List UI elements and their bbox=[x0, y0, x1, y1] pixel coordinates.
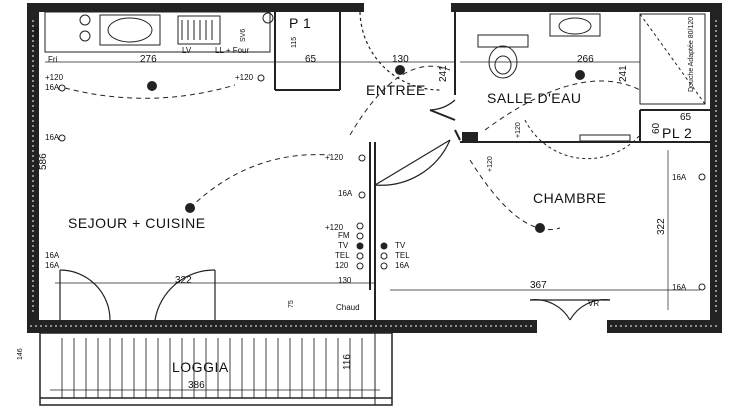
elec-right-tv: TV bbox=[395, 241, 406, 250]
elec-sejour-16a-3: 16A bbox=[45, 251, 60, 260]
dimension-lines bbox=[45, 61, 700, 310]
wiring-arcs bbox=[64, 65, 641, 230]
elec-sejour-top-left: +120 bbox=[45, 73, 64, 82]
doors bbox=[59, 11, 611, 321]
dim-corridor: 75 bbox=[288, 300, 295, 308]
elec-sejour-16a-1: 16A bbox=[45, 83, 60, 92]
elec-right-16a: 16A bbox=[395, 261, 410, 270]
elec-chambre-16a-2: 16A bbox=[672, 283, 687, 292]
elec-chambre-16a-1: 16A bbox=[672, 173, 687, 182]
tv-outlets bbox=[356, 242, 388, 250]
room-label-salle-eau: SALLE D'EAU bbox=[487, 90, 582, 106]
dim-sde-height: 241 bbox=[618, 65, 629, 82]
elec-right-tel: TEL bbox=[395, 251, 410, 260]
elec-sejour-16a-4: 16A bbox=[45, 261, 60, 270]
dim-chambre-bay: 367 bbox=[530, 280, 547, 291]
elec-panel-tv: TV bbox=[338, 241, 349, 250]
elec-vr: VR bbox=[588, 299, 599, 308]
dim-p1-width: 65 bbox=[305, 54, 317, 65]
dim-loggia-height: 116 bbox=[342, 354, 353, 370]
bathroom-fixtures bbox=[477, 13, 706, 160]
dim-sejour-bay: 322 bbox=[175, 275, 192, 286]
dim-kitchen-width: 276 bbox=[140, 54, 157, 65]
room-label-sejour: SEJOUR + CUISINE bbox=[68, 215, 206, 231]
bottom-wall-hatch bbox=[30, 20, 718, 327]
elec-sde-plus120: +120 bbox=[515, 122, 522, 138]
dim-entree-height: 241 bbox=[438, 65, 449, 82]
loggia bbox=[39, 332, 393, 406]
dim-sejour-height: 586 bbox=[38, 153, 49, 170]
closet-label-p1: P 1 bbox=[289, 15, 311, 31]
closet-label-pl2: PL 2 bbox=[662, 125, 692, 141]
elec-130: 130 bbox=[338, 276, 352, 285]
kitchen-counter bbox=[44, 11, 274, 53]
elec-panel-tel: TEL bbox=[335, 251, 350, 260]
elec-wall-plus120: +120 bbox=[325, 153, 344, 162]
dim-side: 146 bbox=[17, 348, 24, 360]
dim-pl2-depth: 60 bbox=[651, 122, 662, 134]
kitchen-lv: LV bbox=[182, 46, 192, 55]
elec-wall-16a: 16A bbox=[338, 189, 353, 198]
kitchen-n60: N60 bbox=[34, 27, 41, 40]
dim-entree-width: 130 bbox=[392, 54, 409, 65]
interior-walls bbox=[274, 12, 710, 320]
elec-chaud: Chaud bbox=[336, 303, 360, 312]
kitchen-sv: SV6 bbox=[240, 29, 247, 42]
dim-pl2-width: 65 bbox=[680, 112, 692, 123]
elec-douche: Douche Adaptée 80/120 bbox=[688, 17, 695, 92]
dim-chambre-height: 322 bbox=[656, 218, 667, 235]
elec-chambre-plus120: +120 bbox=[487, 156, 494, 172]
dim-sde-width: 266 bbox=[577, 54, 594, 65]
kitchen-ll-four: LL + Four bbox=[215, 46, 250, 55]
elec-panel-120: 120 bbox=[335, 261, 349, 270]
dim-p1-depth: 115 bbox=[291, 37, 298, 48]
entree-wall-block bbox=[462, 132, 478, 142]
elec-panel-plus120: +120 bbox=[325, 223, 344, 232]
dim-loggia-width: 386 bbox=[188, 380, 205, 391]
elec-sejour-16a-2: 16A bbox=[45, 133, 60, 142]
room-label-entree: ENTREE bbox=[366, 82, 426, 98]
room-label-chambre: CHAMBRE bbox=[533, 190, 607, 206]
room-label-loggia: LOGGIA bbox=[172, 359, 229, 375]
outlet-symbols bbox=[58, 74, 706, 291]
elec-panel-fm: FM bbox=[338, 231, 350, 240]
elec-sejour-top-right: +120 bbox=[235, 73, 254, 82]
kitchen-fri: Fri bbox=[48, 55, 58, 64]
